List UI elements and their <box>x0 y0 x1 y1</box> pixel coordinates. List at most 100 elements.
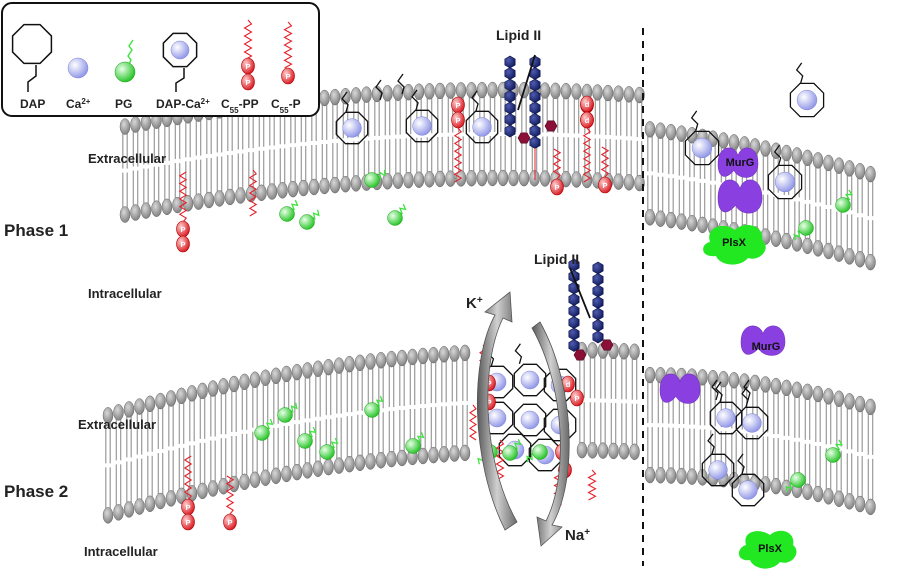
legend-ca-icon <box>67 57 89 79</box>
sugar-hexagon <box>529 113 541 126</box>
lipid-head <box>235 187 246 204</box>
lipid-head <box>119 118 131 135</box>
lipid-head <box>445 170 456 187</box>
calcium-ion <box>742 413 762 433</box>
phosphate-group: P <box>451 96 465 114</box>
lipid-tails <box>332 103 338 180</box>
pg-head <box>364 172 380 188</box>
lipid-head <box>203 191 215 209</box>
phosphate-bead <box>451 111 465 129</box>
sugar-hexagon <box>529 136 541 149</box>
lipid-head <box>865 253 876 271</box>
lipid-head <box>434 82 446 100</box>
lipid-head <box>392 84 404 101</box>
lipid-head <box>760 476 771 493</box>
lipid-head <box>375 352 387 369</box>
sugar-hexagon <box>529 124 541 138</box>
lipid-head <box>361 86 372 103</box>
pg-head <box>532 444 548 460</box>
lipid-head <box>560 82 572 100</box>
lipid-head <box>340 175 351 193</box>
lipid-tails <box>290 107 296 184</box>
lipid-head <box>781 144 792 162</box>
isoprenoid-chain <box>178 171 188 223</box>
lipid-head <box>329 88 341 106</box>
calcium-ion <box>520 410 540 430</box>
lipid-head <box>665 211 677 229</box>
lipid-head <box>291 363 303 381</box>
lipid-tails <box>468 96 475 173</box>
legend-box <box>1 2 320 117</box>
lipid-head <box>823 154 834 172</box>
lipid-head <box>781 232 792 250</box>
lipid-head <box>228 375 240 393</box>
lipid-tails <box>825 168 832 245</box>
lipid-head <box>382 173 393 190</box>
lipid-head <box>319 177 330 195</box>
legend-label-c55pp: C55-PP <box>221 97 259 115</box>
lipid-head <box>270 367 282 385</box>
lipid-head <box>686 468 698 485</box>
lipid-head <box>571 83 582 100</box>
lipid-head <box>308 178 320 196</box>
phosphate-letter: d <box>585 100 590 109</box>
lipid-head <box>770 230 782 248</box>
lipid-tails <box>300 106 307 183</box>
lipid-tails <box>589 356 596 445</box>
lipid-head <box>119 206 131 223</box>
lipid-head <box>365 453 376 470</box>
lipid-head <box>312 460 324 477</box>
lipid-head <box>697 369 708 386</box>
lipid-head <box>487 81 498 99</box>
lipid-head <box>618 343 630 360</box>
phosphate-group: P <box>181 498 195 516</box>
lipid-head <box>749 374 761 392</box>
phosphate-letter: P <box>574 394 579 403</box>
murg-protein-top <box>717 147 759 178</box>
pg-head <box>405 438 421 454</box>
lipid-tails <box>647 135 653 212</box>
legend-dap-tail <box>27 65 37 92</box>
lipid-head <box>277 182 288 199</box>
lipid-head <box>802 483 813 501</box>
sugar-hexagon <box>592 319 604 332</box>
lipid-head <box>781 379 792 397</box>
lipid-head <box>291 463 303 481</box>
lipid-tails <box>668 138 674 215</box>
lipid-head <box>249 371 261 389</box>
isoprenoid-chain <box>248 169 258 217</box>
lipid-head <box>350 87 362 104</box>
lipid-tails <box>825 402 832 491</box>
lipid-head <box>333 457 345 474</box>
lipid-head <box>266 183 278 200</box>
sugar-hexagon <box>529 90 541 103</box>
pg-head <box>319 444 335 460</box>
sugar-hexagon <box>592 273 604 286</box>
phosphate-letter: P <box>285 72 290 81</box>
lipid-tails <box>699 383 706 472</box>
lipid-head <box>417 347 429 365</box>
lipid-tails <box>164 124 170 201</box>
lipid-tails <box>600 356 606 445</box>
phosphate-group: P <box>181 513 195 531</box>
dap-tail <box>397 73 405 95</box>
lipid-head <box>161 198 173 216</box>
lipid-tails <box>294 378 300 467</box>
lipid-head <box>193 193 204 210</box>
phase1-murg-label: MurG <box>726 157 755 169</box>
lipid-tails <box>794 395 800 484</box>
lipid-head <box>476 169 488 187</box>
lipid-head <box>413 83 425 100</box>
legend-label-c55p: C55-P <box>271 97 301 115</box>
isoprenoid-chain <box>453 127 463 183</box>
lipid-head <box>791 381 803 399</box>
phase2-lipid2-label: Lipid II <box>534 251 579 267</box>
lipid-tails <box>199 396 206 485</box>
lipid-head <box>613 173 624 190</box>
lipid-tails <box>227 114 233 191</box>
phosphate-letter: d <box>566 380 571 389</box>
isoprenoid-chain <box>587 469 597 501</box>
lipid-tails <box>500 96 506 173</box>
lipid-tails <box>762 154 769 231</box>
